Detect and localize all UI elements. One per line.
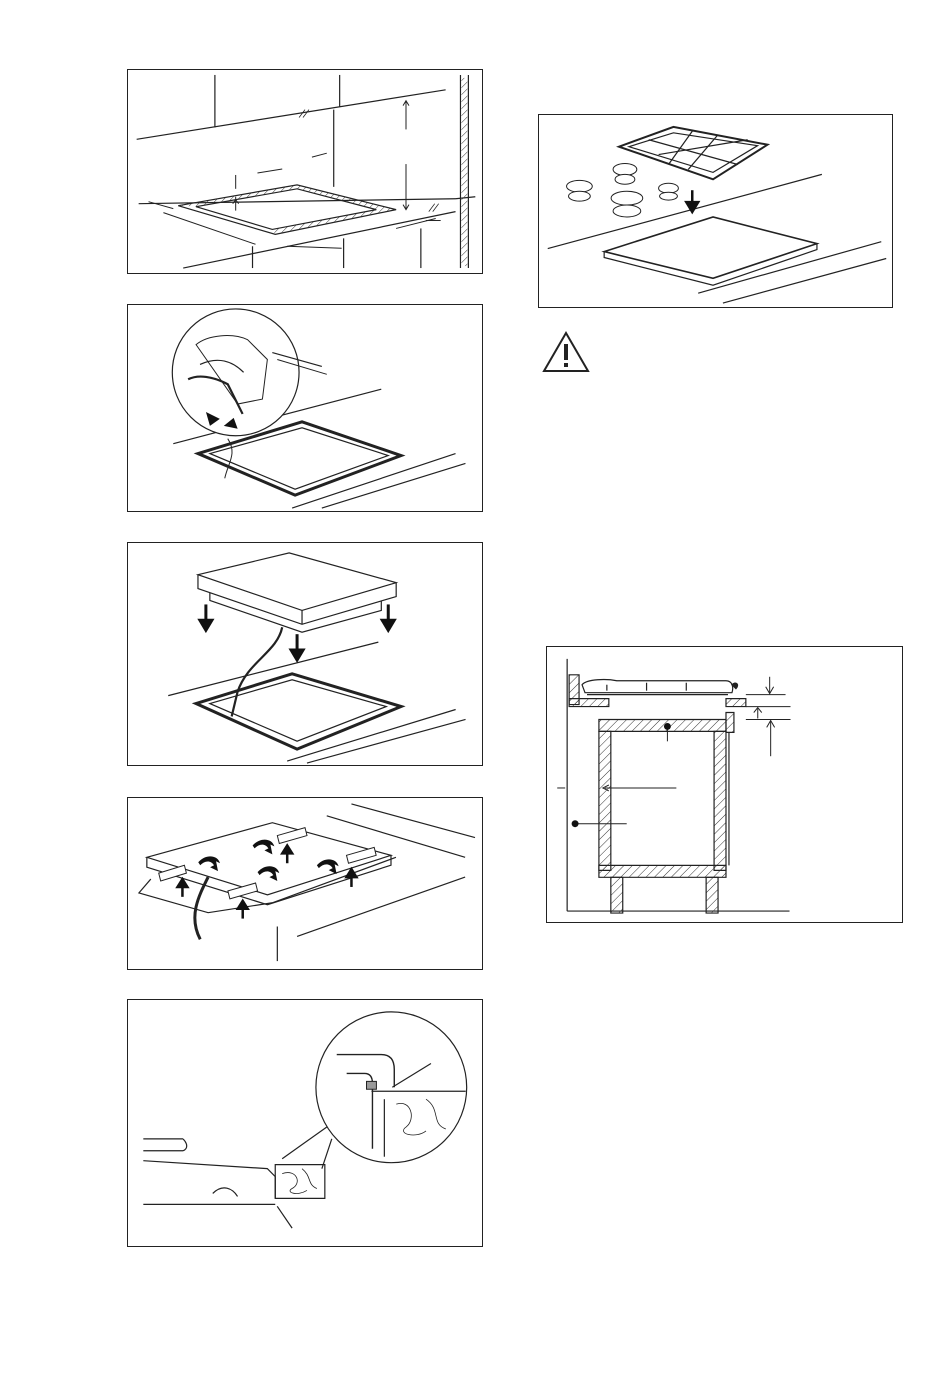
cutout-dimensions-drawing (128, 70, 482, 273)
figure-brackets (127, 797, 483, 970)
figure-lower-hob (127, 542, 483, 766)
sealed-edge-detail-drawing (128, 1000, 482, 1246)
brackets-drawing (128, 798, 482, 969)
figure-cabinet-section (546, 646, 903, 923)
figure-cutout-dimensions (127, 69, 483, 274)
place-grids-burners-drawing (539, 115, 892, 307)
figure-place-grids-burners (538, 114, 893, 308)
cabinet-section-drawing (547, 647, 902, 922)
lower-hob-drawing (128, 543, 482, 765)
figure-sealed-edge-detail (127, 999, 483, 1247)
seal-application-drawing (128, 305, 482, 511)
warning-triangle-icon (541, 330, 591, 374)
figure-seal-application (127, 304, 483, 512)
